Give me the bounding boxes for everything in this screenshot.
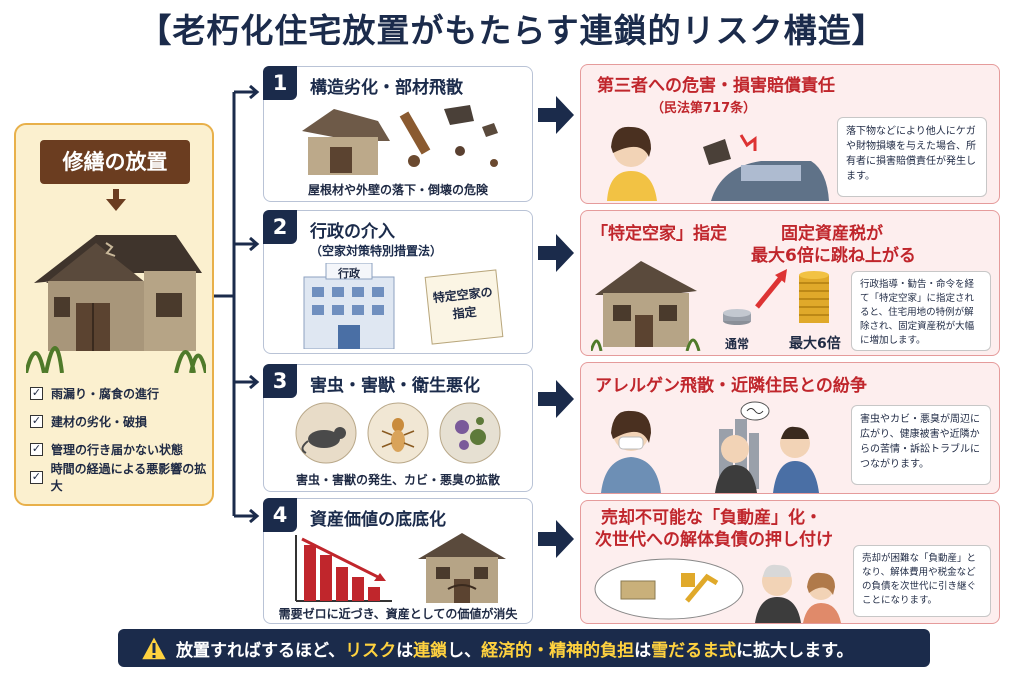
outcome-title-2a: 固定資産税が [781,224,883,244]
step-subtitle: （空家対策特別措置法） [310,244,443,258]
arrow-right-icon [538,234,574,272]
designation-document: 特定空家の指定 [424,269,504,345]
outcome-title-2: 次世代への解体負債の押し付け [595,530,833,550]
label-max: 最大6倍 [789,336,841,352]
arrow-right-icon [538,380,574,418]
step-title: 行政の介入 [310,222,395,242]
checkbox-icon: ✓ [30,469,43,484]
outcome-note: 売却が困難な「負動産」となり、解体費用や税金などの負債を次世代に引き継ぐことにな… [853,545,991,617]
declining-bar-chart-icon [295,535,392,602]
summary-banner: 放置すればするほど、リスクは連鎖し、経済的・精神的負担は雪だるま式に拡大します。 [118,629,930,667]
outcome-card-3: アレルゲン飛散・近隣住民との紛争 害虫やカビ・悪臭が周辺に広がり、健康被害や近隣… [580,362,1000,494]
outcome-card-2: 「特定空家」指定 固定資産税が 最大6倍に跳ね上がる 通常 最大6倍 行政指導・… [580,210,1000,356]
down-arrow-icon [106,189,126,211]
check-item: ✓雨漏り・腐食の進行 [30,385,160,401]
step-number: 4 [263,498,297,532]
neglect-check-list: ✓雨漏り・腐食の進行 ✓建材の劣化・破損 ✓管理の行き届かない状態 ✓時間の経過… [30,379,212,493]
step-card-3: 3 害虫・害獣・衛生悪化 害虫・害獣の発生、カビ・悪臭の拡散 [263,364,533,492]
checkbox-icon: ✓ [30,441,43,456]
step-caption: 害虫・害獣の発生、カビ・悪臭の拡散 [295,473,500,487]
check-item: ✓管理の行き届かない状態 [30,441,184,457]
outcome-title-2b: 最大6倍に跳ね上がる [751,246,916,266]
label-normal: 通常 [725,337,750,351]
dilapidated-house-icon [26,213,206,373]
summary-text: 放置すればするほど、リスクは連鎖し、経済的・精神的負担は雪だるま式に拡大します。 [176,640,854,661]
injured-person-car-icon [607,126,829,201]
check-item: ✓建材の劣化・破損 [30,413,148,429]
debt-burden-icon [594,558,841,623]
step-card-4: 4 資産価値の底底化 需要ゼロに近づき、資産としての価値が消失 [263,498,533,624]
neglect-label: 修繕の放置 [40,140,190,184]
mold-icon [439,402,501,464]
collapsing-house-debris-icon [302,105,498,175]
step-title: 構造劣化・部材飛散 [310,78,463,98]
outcome-title: 「特定空家」指定 [591,224,727,244]
tax-increase-coins-icon [723,269,829,325]
outcome-card-1: 第三者への危害・損害賠償責任 （民法第717条） 落下物などにより他人にケガや財… [580,64,1000,204]
rat-icon [295,402,357,464]
warning-icon [140,635,168,661]
outcome-title: アレルゲン飛散・近隣住民との紛争 [595,376,867,396]
arrow-right-icon [538,520,574,558]
neglect-card: 修繕の放置 ✓雨漏り・腐食の進行 ✓建材の劣化・破損 ✓管理の行き届かない状態 … [14,123,214,506]
building-sign: 行政 [338,267,360,280]
step-card-2: 2 行政の介入 （空家対策特別措置法） 行政 特定空家の指定 [263,210,533,354]
vacant-house-icon [591,261,701,351]
termite-icon [367,402,429,464]
check-item: ✓時間の経過による悪影響の拡大 [30,462,207,493]
step-caption: 需要ゼロに近づき、資産としての価値が消失 [278,607,518,621]
step-number: 1 [263,66,297,100]
outcome-note: 行政指導・勧告・命令を経て「特定空家」に指定されると、住宅用地の特例が解除され、… [851,271,991,351]
outcome-subtitle: （民法第717条） [651,101,757,116]
branch-connector [214,84,260,524]
step-card-1: 1 構造劣化・部材飛散 屋根材や外壁の落下・倒壊の危険 [263,66,533,202]
step-title: 害虫・害獣・衛生悪化 [310,376,480,396]
step-title: 資産価値の底底化 [310,510,446,530]
checkbox-icon: ✓ [30,385,43,400]
outcome-title: 第三者への危害・損害賠償責任 [597,76,835,96]
outcome-note: 害虫やカビ・悪臭が周辺に広がり、健康被害や近隣からの苦情・訴訟トラブルにつながり… [851,405,991,485]
outcome-title: 売却不可能な「負動産」化・ [601,508,822,528]
sad-house-icon [418,533,506,603]
outcome-card-4: 売却不可能な「負動産」化・ 次世代への解体負債の押し付け 売却が困難な「負動産」… [580,500,1000,624]
arrow-right-icon [538,96,574,134]
step-number: 3 [263,364,297,398]
checkbox-icon: ✓ [30,413,43,428]
step-number: 2 [263,210,297,244]
outcome-note: 落下物などにより他人にケガや財物損壊を与えた場合、所有者に損害賠償責任が発生しま… [837,117,987,197]
page-title: 【老朽化住宅放置がもたらす連鎖的リスク構造】 [138,11,886,50]
government-building-icon [303,263,395,349]
step-caption: 屋根材や外壁の落下・倒壊の危険 [307,183,488,197]
neighbor-dispute-icon [601,401,819,493]
